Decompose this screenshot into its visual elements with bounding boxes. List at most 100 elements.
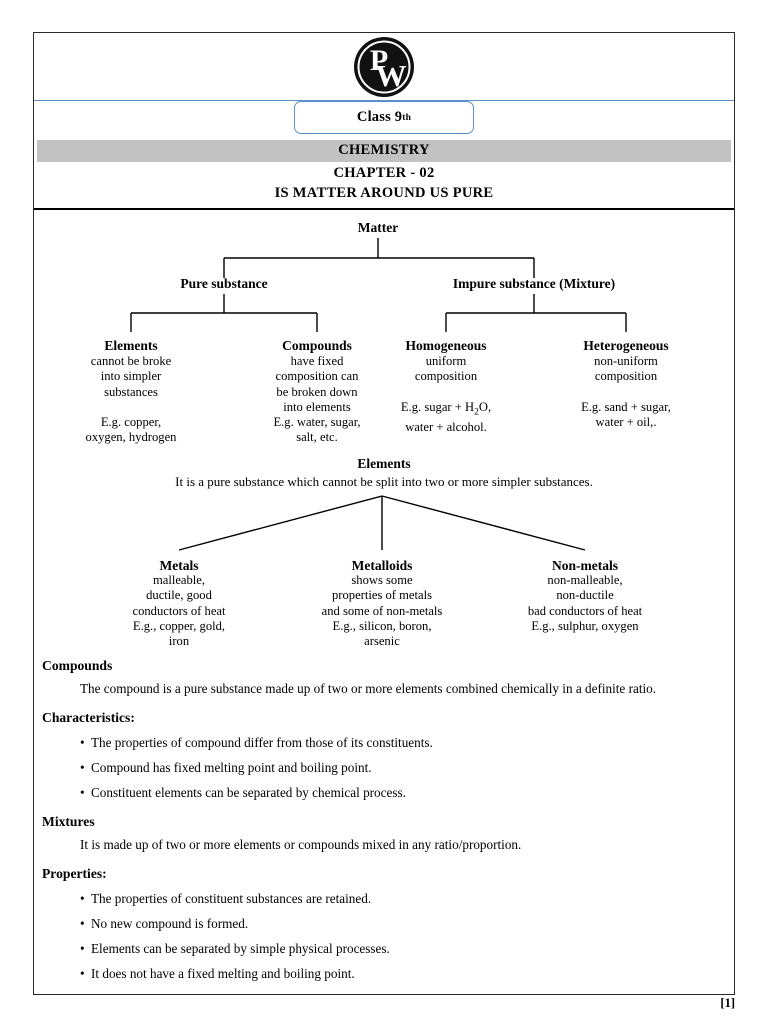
- element-line: properties of metals: [331, 588, 433, 603]
- category-example-formula: E.g. sugar + H2O,: [361, 400, 531, 421]
- elements-section-definition: It is a pure substance which cannot be s…: [175, 474, 593, 489]
- bullet-icon: •: [80, 760, 85, 775]
- formula-prefix: E.g. sugar + H: [400, 399, 475, 414]
- element-line: bad conductors of heat: [527, 603, 643, 618]
- category-desc-line: be broken down: [276, 384, 358, 399]
- list-item-text: Compound has fixed melting point and boi…: [91, 760, 372, 775]
- elements-classification-tree: [34, 490, 734, 558]
- class-label: Class 9: [356, 109, 403, 125]
- category-heading: Elements: [104, 338, 158, 353]
- logo-band: P W: [34, 33, 734, 101]
- prose-area: Compounds The compound is a pure substan…: [34, 658, 734, 982]
- category-desc-line: composition can: [275, 369, 359, 384]
- element-line: ductile, good: [146, 588, 212, 603]
- bullet-icon: •: [80, 785, 85, 800]
- formula-subscript: 2: [474, 407, 479, 418]
- class-ordinal-suffix: th: [402, 112, 412, 123]
- list-item-text: Elements can be separated by simple phys…: [91, 941, 390, 956]
- category-column-compounds: Compounds have fixed composition can be …: [232, 338, 402, 445]
- category-heading: Compounds: [282, 338, 352, 353]
- element-heading: Non-metals: [552, 558, 618, 573]
- pw-logo-icon: P W: [354, 37, 414, 97]
- element-line: arsenic: [364, 634, 400, 649]
- page-number: [1]: [720, 996, 735, 1010]
- category-example-line: oxygen, hydrogen: [85, 430, 177, 445]
- category-desc-line: have fixed: [290, 354, 344, 369]
- svg-text:W: W: [376, 58, 407, 93]
- category-column-heterogeneous: Heterogeneous non-uniform composition E.…: [541, 338, 711, 430]
- tree-node-impure-substance: Impure substance (Mixture): [452, 276, 616, 291]
- category-desc-line: into elements: [283, 399, 351, 414]
- element-line: conductors of heat: [132, 603, 226, 618]
- category-example-line: E.g. water, sugar,: [273, 415, 361, 430]
- matter-category-columns: Elements cannot be broke into simpler su…: [34, 338, 734, 456]
- list-item-text: Constituent elements can be separated by…: [91, 785, 406, 800]
- element-line: non-ductile: [556, 588, 614, 603]
- element-column-metals: Metals malleable, ductile, good conducto…: [74, 558, 284, 649]
- tree-node-matter: Matter: [357, 220, 399, 235]
- mixtures-paragraph: It is made up of two or more elements or…: [80, 837, 522, 852]
- element-line: E.g., sulphur, oxygen: [531, 618, 639, 633]
- list-item-text: The properties of constituent substances…: [91, 891, 372, 906]
- category-desc-line: substances: [104, 384, 158, 399]
- elements-category-columns: Metals malleable, ductile, good conducto…: [34, 558, 734, 654]
- mixtures-heading: Mixtures: [42, 814, 95, 829]
- properties-heading: Properties:: [42, 866, 107, 881]
- bullet-icon: •: [80, 916, 85, 931]
- element-line: E.g., copper, gold,: [132, 618, 226, 633]
- compounds-heading: Compounds: [42, 658, 113, 673]
- category-heading: Homogeneous: [405, 338, 487, 353]
- category-column-elements: Elements cannot be broke into simpler su…: [46, 338, 216, 445]
- list-item: • No new compound is formed.: [42, 916, 724, 932]
- header-accent-rule: [34, 100, 734, 101]
- elements-tree-connectors: [178, 495, 586, 551]
- element-line: E.g., silicon, boron,: [332, 618, 432, 633]
- matter-classification-tree: Matter Pure substance Impure substance (…: [34, 210, 734, 338]
- subject-band: CHEMISTRY: [37, 140, 731, 162]
- list-item-text: The properties of compound differ from t…: [91, 735, 433, 750]
- category-example-line: water + alcohol.: [405, 420, 487, 435]
- compounds-paragraph: The compound is a pure substance made up…: [80, 681, 657, 696]
- tree-node-pure-substance: Pure substance: [180, 276, 268, 291]
- matter-tree-connectors: [130, 238, 627, 332]
- list-item: • It does not have a fixed melting and bo…: [42, 966, 724, 982]
- document-body: Matter Pure substance Impure substance (…: [34, 210, 734, 982]
- category-column-homogeneous: Homogeneous uniform composition E.g. sug…: [361, 338, 531, 436]
- category-heading: Heterogeneous: [583, 338, 669, 353]
- category-desc-line: composition: [594, 369, 658, 384]
- elements-section-heading: Elements: [357, 456, 411, 471]
- characteristics-list: • The properties of compound differ from …: [42, 735, 724, 801]
- list-item: •The properties of compound differ from …: [42, 735, 724, 751]
- list-item-text: No new compound is formed.: [91, 916, 249, 931]
- element-column-non-metals: Non-metals non-malleable, non-ductile ba…: [480, 558, 690, 634]
- category-example-line: E.g. sand + sugar,: [581, 399, 671, 414]
- category-desc-line: composition: [414, 369, 478, 384]
- bullet-icon: •: [80, 941, 85, 956]
- element-line: malleable,: [152, 573, 206, 588]
- chapter-number: CHAPTER - 02: [333, 165, 435, 181]
- chapter-title: IS MATTER AROUND US PURE: [274, 185, 494, 201]
- list-item: • Compound has fixed melting point and bo…: [42, 760, 724, 776]
- properties-list: • The properties of constituent substance…: [42, 891, 724, 982]
- category-desc-line: cannot be broke: [90, 354, 172, 369]
- bullet-icon: •: [80, 966, 85, 981]
- element-column-metalloids: Metalloids shows some properties of meta…: [277, 558, 487, 649]
- element-line: and some of non-metals: [321, 603, 443, 618]
- bullet-icon: •: [80, 891, 85, 906]
- category-desc-line: non-uniform: [594, 354, 658, 369]
- element-line: iron: [168, 634, 190, 649]
- category-desc-line: into simpler: [100, 369, 162, 384]
- list-item: • Elements can be separated by simple phy…: [42, 941, 724, 957]
- category-example-line: salt, etc.: [296, 430, 338, 445]
- element-line: non-malleable,: [547, 573, 623, 588]
- formula-suffix: O,: [478, 399, 492, 414]
- element-line: shows some: [351, 573, 413, 588]
- header-divider: [34, 208, 734, 210]
- list-item-text: It does not have a fixed melting and boi…: [91, 966, 355, 981]
- list-item: • The properties of constituent substance…: [42, 891, 724, 907]
- characteristics-heading: Characteristics:: [42, 710, 135, 725]
- category-example-line: E.g. copper,: [100, 414, 162, 429]
